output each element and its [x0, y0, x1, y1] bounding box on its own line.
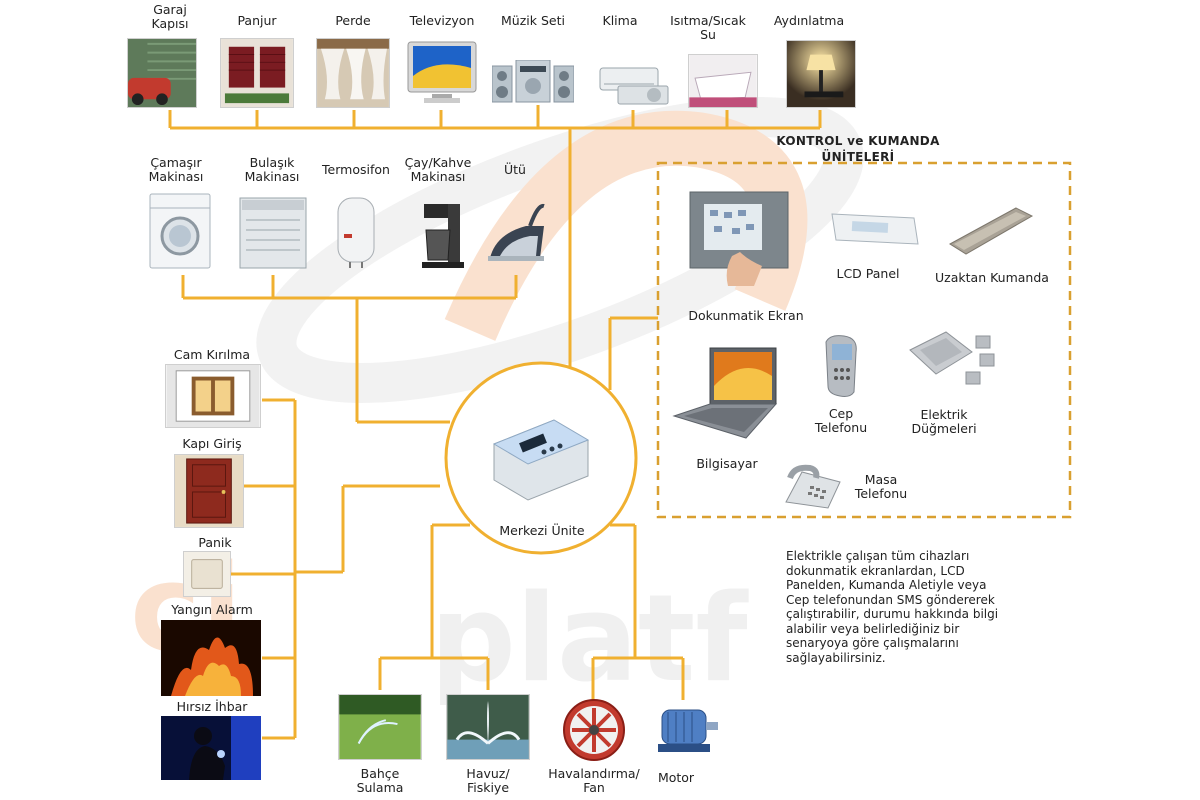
- laptop-icon[interactable]: [672, 346, 778, 442]
- control-panel-frame: [656, 161, 1072, 519]
- tv-label: Televizyon: [409, 13, 475, 28]
- description-text: Elektrikle çalışan tüm cihazları dokunma…: [786, 549, 999, 665]
- panic-button-icon[interactable]: [183, 551, 231, 597]
- remote-control-label: Uzaktan Kumanda: [935, 270, 1049, 285]
- motor-icon[interactable]: [650, 700, 720, 758]
- desk-phone-label: Masa Telefonu: [854, 472, 908, 501]
- water-heater-icon[interactable]: [334, 194, 378, 270]
- lamp-label: Aydınlatma: [773, 13, 845, 28]
- svg-text:platf: platf: [430, 570, 749, 709]
- touchscreen-icon[interactable]: [688, 190, 790, 288]
- light-switch-icon[interactable]: [906, 328, 1006, 394]
- window-label: Cam Kırılma: [173, 347, 251, 362]
- tv-icon[interactable]: [406, 38, 478, 108]
- garage-door-icon[interactable]: [127, 38, 197, 108]
- iron-icon[interactable]: [486, 196, 548, 268]
- window-icon[interactable]: [165, 364, 261, 428]
- coffee-maker-label: Çay/Kahve Makinası: [404, 155, 472, 184]
- air-conditioner-label: Klima: [602, 13, 638, 28]
- shutter-icon[interactable]: [220, 38, 294, 108]
- central-unit-label: Merkezi Ünite: [499, 523, 585, 538]
- iron-label: Ütü: [504, 162, 526, 177]
- touchscreen-label: Dokunmatik Ekran: [688, 308, 804, 323]
- mobile-phone-icon[interactable]: [820, 332, 864, 400]
- lcd-panel-label: LCD Panel: [836, 266, 900, 281]
- lcd-panel-icon[interactable]: [828, 208, 922, 250]
- fountain-icon[interactable]: [446, 694, 530, 760]
- fan-label: Havalandırma/ Fan: [548, 766, 640, 795]
- curtain-label: Perde: [335, 13, 371, 28]
- stereo-label: Müzik Seti: [501, 13, 565, 28]
- desk-phone-icon[interactable]: [780, 458, 846, 510]
- fire-icon[interactable]: [161, 620, 261, 696]
- shutter-label: Panjur: [237, 13, 277, 28]
- fire-label: Yangın Alarm: [171, 602, 253, 617]
- door-label: Kapı Giriş: [182, 436, 242, 451]
- central-unit-icon[interactable]: [484, 414, 592, 502]
- washing-machine-icon[interactable]: [148, 192, 212, 270]
- fan-icon[interactable]: [562, 698, 626, 762]
- fountain-label: Havuz/ Fiskiye: [466, 766, 510, 795]
- motor-label: Motor: [657, 770, 695, 785]
- water-heater-label: Termosifon: [322, 162, 390, 177]
- laptop-label: Bilgisayar: [696, 456, 758, 471]
- sprinkler-icon[interactable]: [338, 694, 422, 760]
- lamp-icon[interactable]: [786, 40, 856, 108]
- garage-door-label: Garaj Kapısı: [151, 2, 189, 31]
- door-icon[interactable]: [174, 454, 244, 528]
- connection-lines: [168, 105, 822, 740]
- dishwasher-label: Bulaşık Makinası: [244, 155, 300, 184]
- bathtub-label: Isıtma/Sıcak Su: [670, 13, 746, 42]
- coffee-maker-icon[interactable]: [418, 200, 468, 270]
- stereo-icon[interactable]: [492, 60, 574, 105]
- panic-label: Panik: [198, 535, 232, 550]
- mobile-phone-label: Cep Telefonu: [814, 406, 868, 435]
- light-switch-label: Elektrik Düğmeleri: [911, 407, 977, 436]
- control-panel-title: KONTROL ve KUMANDA ÜNİTELERİ: [776, 134, 940, 164]
- curtain-icon[interactable]: [316, 38, 390, 108]
- burglar-icon[interactable]: [161, 716, 261, 780]
- washing-machine-label: Çamaşır Makinası: [148, 155, 204, 184]
- dishwasher-icon[interactable]: [238, 196, 308, 270]
- remote-control-icon[interactable]: [946, 202, 1036, 258]
- sprinkler-label: Bahçe Sulama: [356, 766, 404, 795]
- bathtub-icon[interactable]: [688, 54, 758, 108]
- air-conditioner-icon[interactable]: [598, 64, 670, 106]
- burglar-label: Hırsız İhbar: [176, 699, 248, 714]
